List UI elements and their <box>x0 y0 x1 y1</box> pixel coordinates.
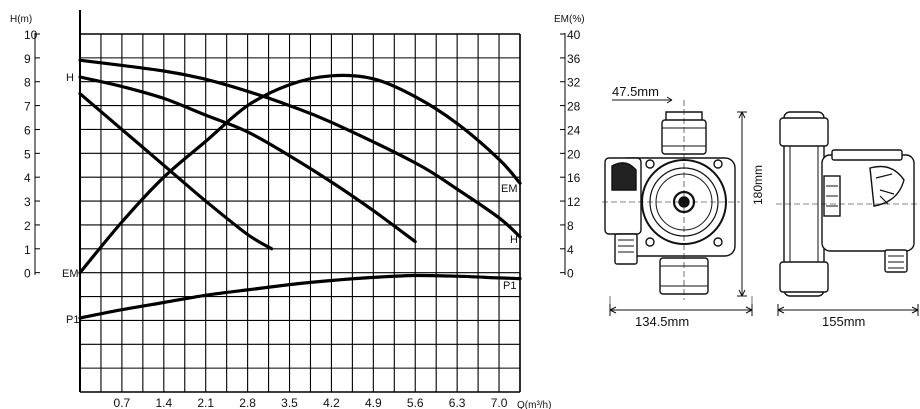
left-tick-label: 9 <box>24 52 31 66</box>
left-tick-label: 2 <box>24 219 31 233</box>
dimension-flange: 47.5mm <box>612 84 659 99</box>
curve-h-2 <box>78 92 274 251</box>
y-axis-left-label: H(m) <box>10 14 32 25</box>
left-tick-label: 4 <box>24 171 31 185</box>
x-tick-label: 6.3 <box>449 396 466 409</box>
curve-label-em-right: EM <box>501 183 518 195</box>
curve-label-em-left: EM <box>62 268 79 280</box>
x-tick-label: 2.8 <box>239 396 256 409</box>
right-tick-label: 0 <box>567 267 574 281</box>
curve-h <box>78 58 522 239</box>
curve-label-p1-left: P1 <box>66 314 79 326</box>
dimension-height: 180mm <box>751 165 765 205</box>
right-tick-label: 24 <box>567 123 581 137</box>
left-tick-label: 7 <box>24 100 31 114</box>
chart-curves <box>78 58 522 320</box>
curve-labels: H H EM EM P1 P1 <box>62 72 518 326</box>
x-tick-label: 0.7 <box>114 396 131 409</box>
right-tick-label: 20 <box>567 147 581 161</box>
pump-front-view <box>602 96 753 316</box>
right-tick-label: 16 <box>567 171 581 185</box>
right-tick-label: 28 <box>567 100 581 114</box>
curve-h-1 <box>78 75 417 244</box>
x-tick-label: 1.4 <box>155 396 172 409</box>
right-tick-label: 4 <box>567 243 574 257</box>
x-tick-label: 5.6 <box>407 396 424 409</box>
pump-side-view <box>776 111 919 316</box>
left-tick-label: 5 <box>24 147 31 161</box>
left-tick-label: 1 <box>24 243 31 257</box>
x-axis-label: Q(m³/h) <box>517 400 551 409</box>
right-tick-label: 36 <box>567 52 581 66</box>
left-tick-label: 3 <box>24 195 31 209</box>
left-tick-label: 10 <box>24 28 38 42</box>
x-tick-label: 3.5 <box>281 396 298 409</box>
curve-label-h-left: H <box>66 72 74 84</box>
curve-em <box>78 73 522 275</box>
dimension-width-side: 155mm <box>822 314 865 329</box>
curve-label-h-right: H <box>510 234 518 246</box>
curve-p1 <box>78 273 522 320</box>
curve-label-p1-right: P1 <box>503 280 516 292</box>
left-tick-label: 6 <box>24 123 31 137</box>
right-tick-label: 8 <box>567 219 574 233</box>
right-tick-label: 40 <box>567 28 581 42</box>
left-tick-label: 0 <box>24 267 31 281</box>
x-tick-label: 7.0 <box>491 396 508 409</box>
x-tick-label: 4.2 <box>323 396 340 409</box>
right-axis-ticks: 0 4 8 12 16 20 24 28 32 36 40 <box>560 28 581 281</box>
x-tick-label: 4.9 <box>365 396 382 409</box>
x-axis-ticks: 0.7 1.4 2.1 2.8 3.5 4.2 4.9 5.6 6.3 7.0 <box>114 396 508 409</box>
right-tick-label: 32 <box>567 76 581 90</box>
plot-frame <box>80 33 521 393</box>
left-tick-label: 8 <box>24 76 31 90</box>
left-axis-ticks: 0 1 2 3 4 5 6 7 8 9 10 <box>24 28 40 281</box>
dimension-width-front: 134.5mm <box>635 314 689 329</box>
x-tick-label: 2.1 <box>197 396 214 409</box>
chart-grid <box>79 33 521 393</box>
y-axis-right-label: EM(%) <box>554 14 585 25</box>
right-tick-label: 12 <box>567 195 581 209</box>
